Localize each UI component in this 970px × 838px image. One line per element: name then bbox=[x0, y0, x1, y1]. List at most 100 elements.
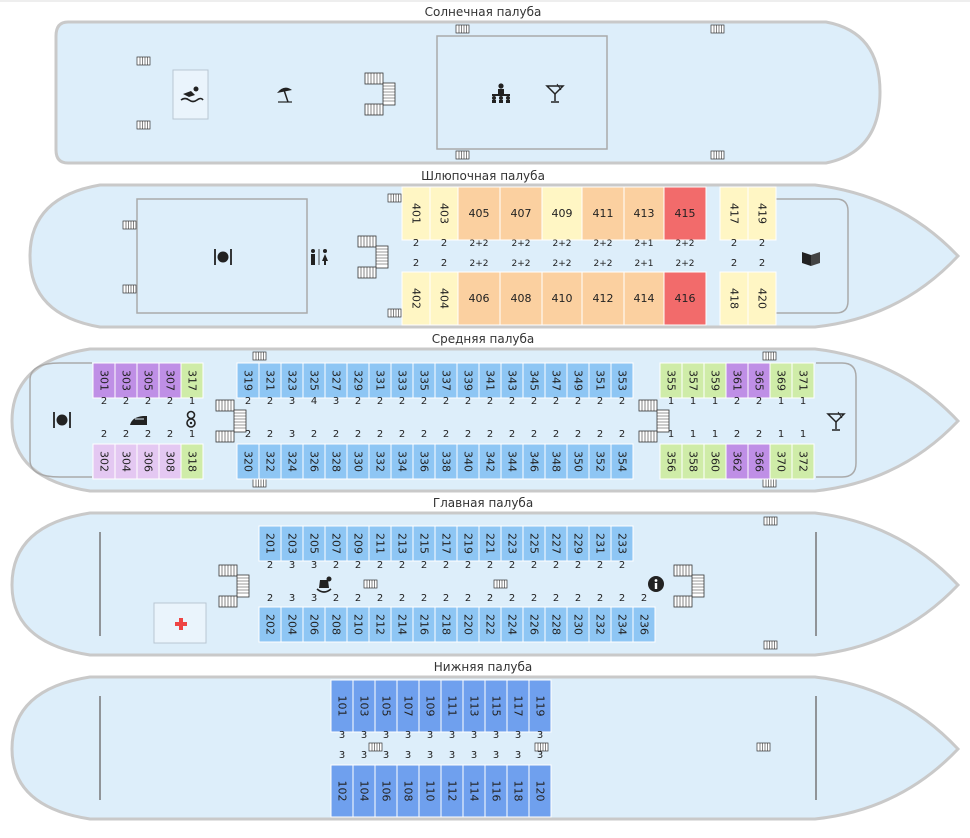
cabin-365[interactable]: 365 bbox=[747, 362, 771, 399]
cabin-337[interactable]: 337 bbox=[434, 362, 458, 399]
cabin-212[interactable]: 212 bbox=[368, 606, 392, 643]
cabin-411[interactable]: 411 bbox=[581, 186, 625, 241]
cabin-362[interactable]: 362 bbox=[725, 443, 749, 480]
cabin-369[interactable]: 369 bbox=[769, 362, 793, 399]
cabin-340[interactable]: 340 bbox=[456, 443, 480, 480]
cabin-229[interactable]: 229 bbox=[566, 525, 590, 562]
cabin-416[interactable]: 416 bbox=[663, 271, 707, 326]
cabin-305[interactable]: 305 bbox=[136, 362, 160, 399]
cabin-345[interactable]: 345 bbox=[522, 362, 546, 399]
cabin-302[interactable]: 302 bbox=[92, 443, 116, 480]
cabin-344[interactable]: 344 bbox=[500, 443, 524, 480]
cabin-331[interactable]: 331 bbox=[368, 362, 392, 399]
cabin-325[interactable]: 325 bbox=[302, 362, 326, 399]
cabin-409[interactable]: 409 bbox=[541, 186, 583, 241]
cabin-351[interactable]: 351 bbox=[588, 362, 612, 399]
cabin-358[interactable]: 358 bbox=[681, 443, 705, 480]
cabin-211[interactable]: 211 bbox=[368, 525, 392, 562]
cabin-307[interactable]: 307 bbox=[158, 362, 182, 399]
cabin-405[interactable]: 405 bbox=[457, 186, 501, 241]
cabin-101[interactable]: 101 bbox=[330, 679, 354, 733]
cabin-213[interactable]: 213 bbox=[390, 525, 414, 562]
cabin-214[interactable]: 214 bbox=[390, 606, 414, 643]
cabin-308[interactable]: 308 bbox=[158, 443, 182, 480]
cabin-115[interactable]: 115 bbox=[484, 679, 508, 733]
cabin-329[interactable]: 329 bbox=[346, 362, 370, 399]
cabin-233[interactable]: 233 bbox=[610, 525, 634, 562]
cabin-119[interactable]: 119 bbox=[528, 679, 552, 733]
cabin-319[interactable]: 319 bbox=[236, 362, 260, 399]
cabin-208[interactable]: 208 bbox=[324, 606, 348, 643]
cabin-356[interactable]: 356 bbox=[659, 443, 683, 480]
cabin-401[interactable]: 401 bbox=[401, 186, 431, 241]
cabin-109[interactable]: 109 bbox=[418, 679, 442, 733]
cabin-201[interactable]: 201 bbox=[258, 525, 282, 562]
cabin-352[interactable]: 352 bbox=[588, 443, 612, 480]
cabin-210[interactable]: 210 bbox=[346, 606, 370, 643]
cabin-232[interactable]: 232 bbox=[588, 606, 612, 643]
cabin-327[interactable]: 327 bbox=[324, 362, 348, 399]
cabin-402[interactable]: 402 bbox=[401, 271, 431, 326]
cabin-334[interactable]: 334 bbox=[390, 443, 414, 480]
cabin-226[interactable]: 226 bbox=[522, 606, 546, 643]
cabin-206[interactable]: 206 bbox=[302, 606, 326, 643]
cabin-348[interactable]: 348 bbox=[544, 443, 568, 480]
cabin-301[interactable]: 301 bbox=[92, 362, 116, 399]
cabin-333[interactable]: 333 bbox=[390, 362, 414, 399]
cabin-321[interactable]: 321 bbox=[258, 362, 282, 399]
cabin-339[interactable]: 339 bbox=[456, 362, 480, 399]
cabin-209[interactable]: 209 bbox=[346, 525, 370, 562]
cabin-108[interactable]: 108 bbox=[396, 764, 420, 818]
cabin-412[interactable]: 412 bbox=[581, 271, 625, 326]
cabin-338[interactable]: 338 bbox=[434, 443, 458, 480]
cabin-102[interactable]: 102 bbox=[330, 764, 354, 818]
cabin-406[interactable]: 406 bbox=[457, 271, 501, 326]
cabin-328[interactable]: 328 bbox=[324, 443, 348, 480]
cabin-111[interactable]: 111 bbox=[440, 679, 464, 733]
cabin-304[interactable]: 304 bbox=[114, 443, 138, 480]
cabin-343[interactable]: 343 bbox=[500, 362, 524, 399]
cabin-104[interactable]: 104 bbox=[352, 764, 376, 818]
cabin-323[interactable]: 323 bbox=[280, 362, 304, 399]
cabin-342[interactable]: 342 bbox=[478, 443, 502, 480]
cabin-105[interactable]: 105 bbox=[374, 679, 398, 733]
cabin-335[interactable]: 335 bbox=[412, 362, 436, 399]
cabin-366[interactable]: 366 bbox=[747, 443, 771, 480]
cabin-336[interactable]: 336 bbox=[412, 443, 436, 480]
cabin-361[interactable]: 361 bbox=[725, 362, 749, 399]
cabin-228[interactable]: 228 bbox=[544, 606, 568, 643]
cabin-234[interactable]: 234 bbox=[610, 606, 634, 643]
cabin-116[interactable]: 116 bbox=[484, 764, 508, 818]
cabin-347[interactable]: 347 bbox=[544, 362, 568, 399]
cabin-118[interactable]: 118 bbox=[506, 764, 530, 818]
cabin-322[interactable]: 322 bbox=[258, 443, 282, 480]
cabin-318[interactable]: 318 bbox=[180, 443, 204, 480]
cabin-357[interactable]: 357 bbox=[681, 362, 705, 399]
cabin-107[interactable]: 107 bbox=[396, 679, 420, 733]
cabin-404[interactable]: 404 bbox=[429, 271, 459, 326]
cabin-224[interactable]: 224 bbox=[500, 606, 524, 643]
cabin-219[interactable]: 219 bbox=[456, 525, 480, 562]
cabin-415[interactable]: 415 bbox=[663, 186, 707, 241]
cabin-207[interactable]: 207 bbox=[324, 525, 348, 562]
cabin-353[interactable]: 353 bbox=[610, 362, 634, 399]
cabin-231[interactable]: 231 bbox=[588, 525, 612, 562]
cabin-320[interactable]: 320 bbox=[236, 443, 260, 480]
cabin-117[interactable]: 117 bbox=[506, 679, 530, 733]
cabin-222[interactable]: 222 bbox=[478, 606, 502, 643]
cabin-410[interactable]: 410 bbox=[541, 271, 583, 326]
cabin-106[interactable]: 106 bbox=[374, 764, 398, 818]
cabin-225[interactable]: 225 bbox=[522, 525, 546, 562]
cabin-113[interactable]: 113 bbox=[462, 679, 486, 733]
cabin-341[interactable]: 341 bbox=[478, 362, 502, 399]
cabin-326[interactable]: 326 bbox=[302, 443, 326, 480]
cabin-227[interactable]: 227 bbox=[544, 525, 568, 562]
cabin-223[interactable]: 223 bbox=[500, 525, 524, 562]
cabin-359[interactable]: 359 bbox=[703, 362, 727, 399]
cabin-324[interactable]: 324 bbox=[280, 443, 304, 480]
cabin-303[interactable]: 303 bbox=[114, 362, 138, 399]
cabin-216[interactable]: 216 bbox=[412, 606, 436, 643]
cabin-371[interactable]: 371 bbox=[791, 362, 815, 399]
cabin-355[interactable]: 355 bbox=[659, 362, 683, 399]
cabin-419[interactable]: 419 bbox=[747, 186, 777, 241]
